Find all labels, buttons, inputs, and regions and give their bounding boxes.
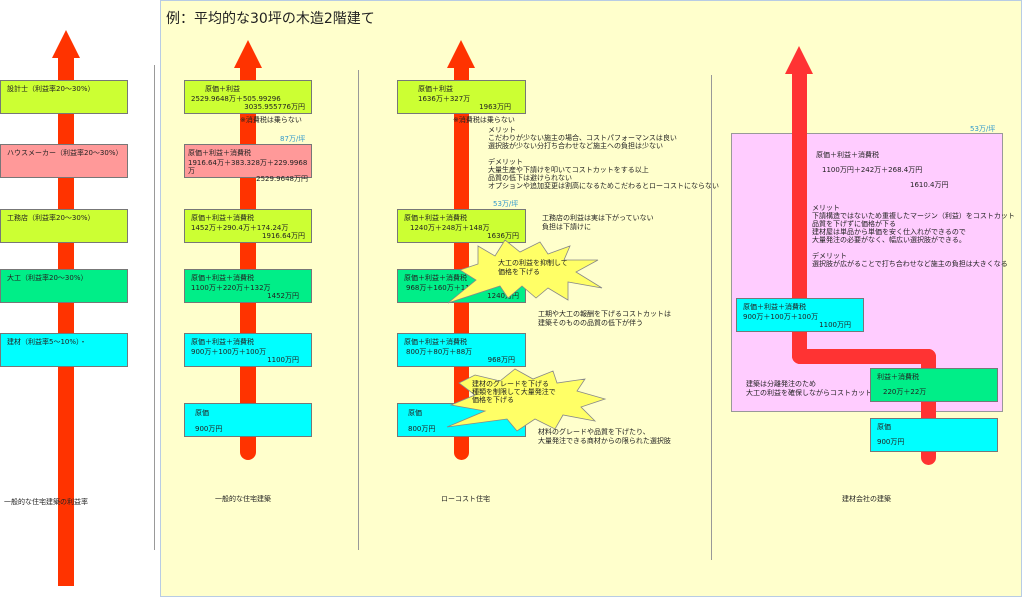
box-formula: 900万＋100万＋100万: [743, 313, 819, 321]
box-head: 原価＋利益＋消費税: [404, 274, 467, 282]
burst-1: [447, 239, 603, 304]
box-total: 1240万円: [487, 292, 519, 300]
box-formula: 1916.64万＋383.328万＋229.9968万: [188, 159, 308, 175]
col3-arrow-head: [447, 40, 475, 68]
box-formula: 900万＋100万＋100万: [191, 348, 267, 356]
burst-shape: [446, 368, 607, 432]
per-tsubo: 53万/坪: [493, 200, 519, 208]
role-designer: 設計士（利益率20〜30%）: [0, 80, 128, 114]
profit-arrow-head: [52, 30, 80, 58]
box-total: 1916.64万円: [262, 232, 305, 240]
role-label: 設計士（利益率20〜30%）: [7, 85, 95, 93]
col4-arrow-head: [785, 46, 813, 74]
burst-2: [446, 368, 607, 432]
box-total: 1100万円: [819, 321, 851, 329]
box-head: 原価＋利益＋消費税: [188, 149, 251, 157]
role-label: 大工（利益率20〜30%）: [7, 274, 88, 282]
carpenter-note: 工期や大工の報酬を下げるコストカットは 建築そのものの品質の低下が伴う: [538, 310, 671, 327]
col2-caption: 一般的な住宅建築: [215, 495, 271, 503]
role-label: 建材（利益率5〜10%）・: [7, 338, 87, 346]
box-head: 原価＋利益: [418, 85, 453, 93]
box-head: 利益＋消費税: [877, 373, 919, 381]
col3-box-material: 原価＋利益＋消費税 800万＋80万＋88万 968万円: [397, 333, 526, 367]
box-total: 968万円: [487, 356, 515, 364]
box-formula: 900万円: [195, 425, 223, 433]
divider: [154, 65, 155, 550]
page-title: 例：平均的な30坪の木造2階建て: [166, 11, 375, 27]
main-head: 原価＋利益＋消費税: [816, 151, 879, 159]
role-label: 工務店（利益率20〜30%）: [7, 214, 95, 222]
burst-2-text: 建材のグレードを下げる 種類を制限して大量発注で 価格を下げる: [472, 380, 556, 404]
box-head: 原価＋利益＋消費税: [404, 214, 467, 222]
koumuten-note: 工務店の利益は実は下がっていない 負担は下請けに: [542, 214, 654, 231]
col2-arrow-shaft: [240, 66, 256, 460]
box-head: 原価＋利益＋消費税: [191, 338, 254, 346]
box-formula: 800万＋80万＋88万: [406, 348, 473, 356]
per-tsubo: 53万/坪: [970, 125, 996, 133]
col3-box-housemaker: 原価＋利益 1636万＋327万 1963万円: [397, 80, 526, 114]
box-head: 原価＋利益＋消費税: [191, 274, 254, 282]
lowcost-merit-demerit: メリット こだわりが少ない施主の場合、コストパフォーマンスは良い 選択肢が少ない…: [488, 126, 719, 190]
burst-1-text: 大工の利益を抑制して 価格を下げる: [498, 259, 568, 276]
box-head: 原価＋利益＋消費税: [191, 214, 254, 222]
role-carpenter: 大工（利益率20〜30%）: [0, 269, 128, 303]
role-label: ハウスメーカー（利益率20〜30%）: [7, 149, 123, 157]
box-head: 原価: [877, 423, 891, 431]
box-head: 原価＋利益: [205, 85, 240, 93]
role-koumuten: 工務店（利益率20〜30%）: [0, 209, 128, 243]
role-material: 建材（利益率5〜10%）・: [0, 333, 128, 367]
box-formula: 1452万＋290.4万＋174.24万: [191, 224, 289, 232]
box-formula: 900万円: [877, 438, 905, 446]
material-note: 材料のグレードや品質を下げたり、 大量発注できる商材からの限られた選択肢: [538, 428, 671, 445]
divider: [358, 70, 359, 550]
col4-arrow-bend: [792, 349, 936, 364]
main-total: 1610.4万円: [910, 181, 949, 189]
box-formula: 1240万＋248万＋148万: [410, 224, 490, 232]
box-total: 1100万円: [267, 356, 299, 364]
box-formula: 800万円: [408, 425, 436, 433]
burst-shape: [447, 239, 603, 304]
box-total: 2529.9648万円: [256, 175, 308, 183]
box-total: 1452万円: [267, 292, 299, 300]
col2-box-cost: 原価 900万円: [184, 403, 312, 437]
box-formula: 968万＋160万＋112万: [406, 284, 482, 292]
box-head: 原価: [195, 409, 209, 417]
main-formula: 1100万円＋242万＋268.4万円: [822, 166, 923, 174]
box-total: 1636万円: [487, 232, 519, 240]
box-head: 原価＋利益＋消費税: [404, 338, 467, 346]
box-formula: 220万＋22万: [883, 388, 927, 396]
profit-arrow-shaft: [58, 56, 74, 586]
box-total: 3035.955776万円: [244, 103, 305, 111]
direct-note: 建築は分離発注のため 大工の利益を確保しながらコストカット: [746, 380, 872, 397]
box-formula: 2529.9648万＋505.99296: [191, 95, 281, 103]
tax-note: ※消費税は乗らない: [453, 116, 515, 124]
col4-caption: 建材会社の建築: [842, 495, 891, 503]
col4-box-carpenter: 利益＋消費税 220万＋22万: [870, 368, 998, 402]
box-head: 原価＋利益＋消費税: [743, 303, 806, 311]
col2-arrow-head: [234, 40, 262, 68]
tax-note: ※消費税は乗らない: [240, 116, 302, 124]
divider: [711, 75, 712, 560]
direct-build-area: [731, 133, 1003, 412]
per-tsubo: 87万/坪: [280, 135, 306, 143]
col4-box-cost: 原価 900万円: [870, 418, 998, 452]
col3-caption: ローコスト住宅: [441, 495, 490, 503]
box-total: 1963万円: [479, 103, 511, 111]
box-formula: 1636万＋327万: [418, 95, 471, 103]
box-formula: 1100万＋220万＋132万: [191, 284, 271, 292]
col1-caption: 一般的な住宅建築の利益率: [4, 498, 88, 506]
role-housemaker: ハウスメーカー（利益率20〜30%）: [0, 144, 128, 178]
col4-arrow-shaft: [792, 74, 807, 364]
box-head: 原価: [408, 409, 422, 417]
direct-merit-demerit: メリット 下請構造ではないため重複したマージン（利益）をコストカット 品質を下げ…: [812, 204, 1015, 268]
